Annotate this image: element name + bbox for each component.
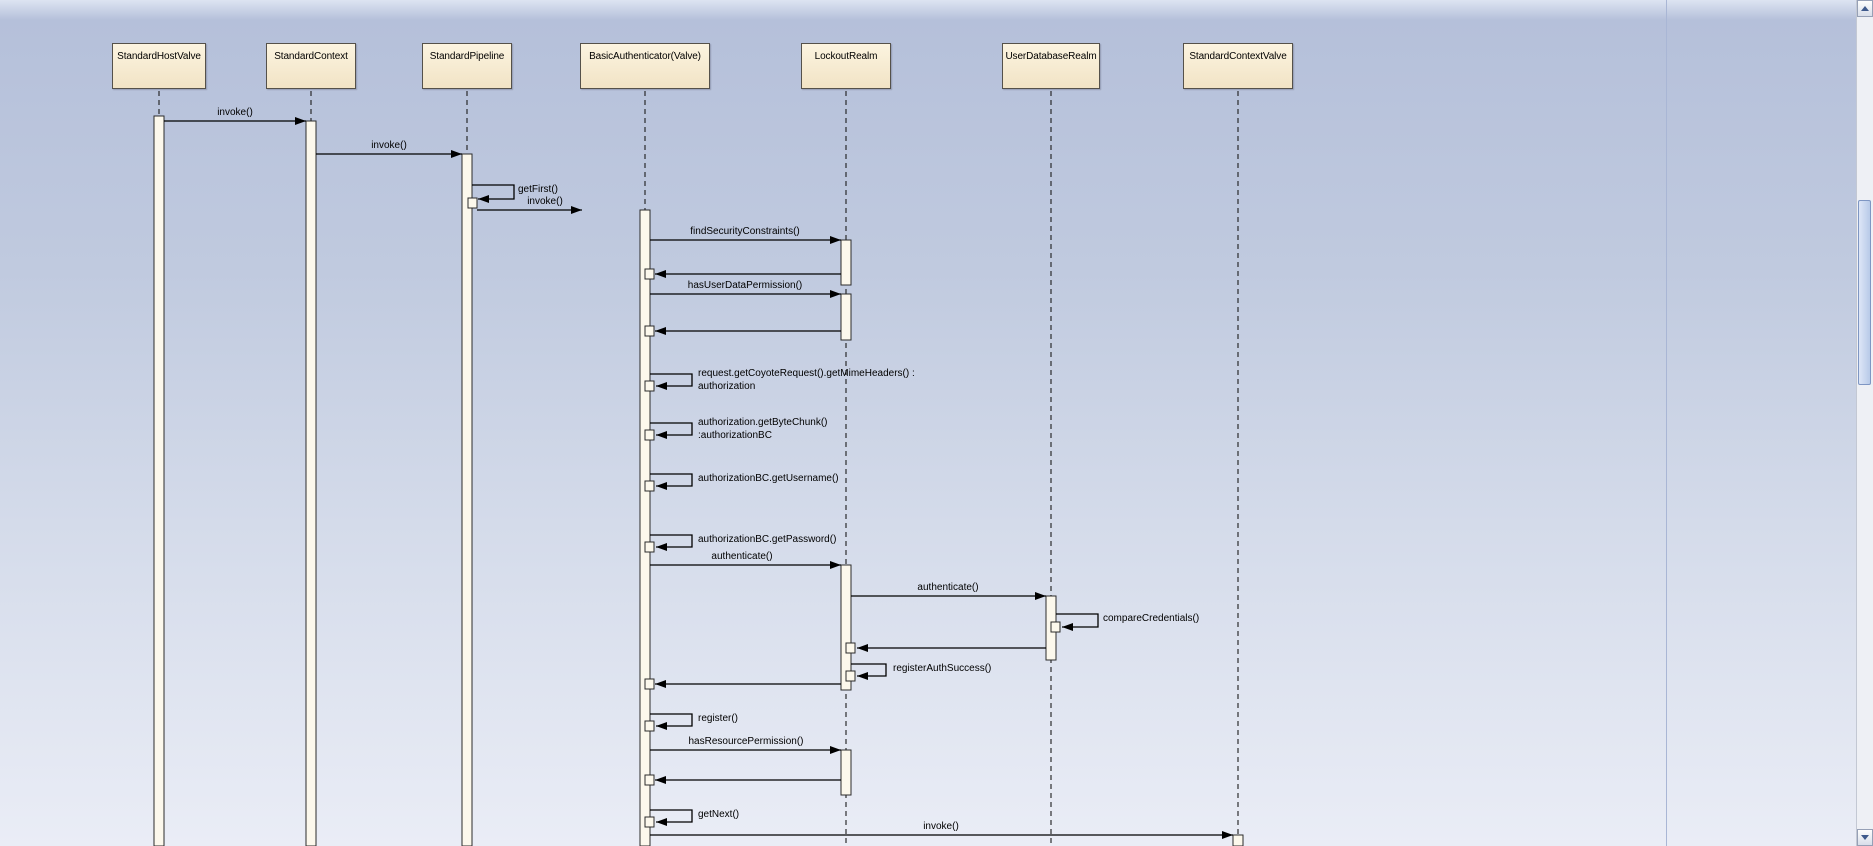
page-boundary-line (1666, 0, 1667, 846)
message-label-getnext: getNext() (698, 809, 740, 820)
message-label-findsecurityconstraints: findSecurityConstraints() (690, 226, 800, 237)
nested-activation-marker (467, 197, 478, 209)
participant-label: StandardHostValve (117, 51, 201, 62)
activation-lockoutrealm-findsecurityconstraints[interactable] (840, 239, 852, 286)
nested-activation-marker (1050, 621, 1061, 633)
participant-box-standardcontext[interactable]: StandardContext (266, 43, 356, 89)
message-arrow-getpassword[interactable] (650, 534, 693, 551)
participant-label: UserDatabaseRealm (1005, 51, 1097, 62)
nested-activation-marker (644, 325, 655, 337)
message-arrow-getnext[interactable] (650, 809, 693, 826)
scroll-up-icon (1861, 6, 1869, 11)
message-label-getfirst: getFirst() (518, 184, 558, 195)
message-arrow-comparecredentials[interactable] (1056, 613, 1099, 631)
message-arrow-getbytechunk[interactable] (650, 422, 693, 439)
message-label-invoke-2: invoke() (371, 140, 407, 151)
nested-activation-marker (644, 380, 655, 392)
nested-activation-marker (644, 480, 655, 492)
message-label-getmimeheaders-line2: authorization (698, 381, 756, 392)
message-arrow-getusername[interactable] (650, 473, 693, 490)
message-label-invoke-3: invoke() (527, 196, 563, 207)
participant-box-lockoutrealm[interactable]: LockoutRealm (801, 43, 891, 89)
message-label-getbytechunk-line2: :authorizationBC (698, 430, 772, 441)
message-arrow-getmimeheaders[interactable] (650, 373, 693, 390)
participant-box-standardpipeline[interactable]: StandardPipeline (422, 43, 512, 89)
nested-activation-marker (845, 642, 856, 654)
message-label-invoke-1: invoke() (217, 107, 253, 118)
participant-label: StandardContext (274, 51, 348, 62)
nested-activation-marker (845, 670, 856, 682)
message-label-authenticate-2: authenticate() (917, 582, 979, 593)
message-label-comparecredentials: compareCredentials() (1103, 613, 1200, 624)
scrollbar-thumb[interactable] (1858, 200, 1871, 385)
nested-activation-marker (644, 816, 655, 828)
activation-lockoutrealm-hasuserdatapermission[interactable] (840, 293, 852, 341)
message-label-getmimeheaders-line1: request.getCoyoteRequest().getMimeHeader… (698, 368, 915, 379)
message-label-invoke-4: invoke() (923, 821, 959, 832)
message-arrow-getfirst[interactable] (472, 184, 515, 203)
nested-activation-marker (644, 268, 655, 280)
activation-lockoutrealm-authenticate[interactable] (840, 564, 852, 691)
message-label-hasuserdatapermission: hasUserDataPermission() (687, 280, 803, 291)
message-label-getbytechunk-line1: authorization.getByteChunk() (698, 417, 828, 428)
message-label-registerauthsuccess: registerAuthSuccess() (893, 663, 992, 674)
message-label-hasresourcepermission: hasResourcePermission() (688, 736, 804, 747)
nested-activation-marker (644, 541, 655, 553)
activation-lockoutrealm-hasresourcepermission[interactable] (840, 749, 852, 796)
activation-standardcontext[interactable] (305, 120, 317, 846)
participant-label: BasicAuthenticator(Valve) (589, 51, 701, 62)
message-arrow-registerauthsuccess[interactable] (851, 663, 887, 680)
scroll-down-icon (1861, 835, 1869, 840)
message-label-getusername: authorizationBC.getUsername() (698, 473, 839, 484)
nested-activation-marker (644, 720, 655, 732)
message-arrow-register[interactable] (650, 713, 693, 730)
message-label-register: register() (698, 713, 739, 724)
activation-basicauthenticator[interactable] (639, 209, 651, 846)
message-label-authenticate-1: authenticate() (711, 551, 773, 562)
nested-activation-marker (644, 678, 655, 690)
participant-label: StandardPipeline (429, 51, 505, 62)
participant-label: StandardContextValve (1189, 51, 1287, 62)
activation-standardhostvalve[interactable] (153, 115, 165, 846)
activation-standardcontextvalve-invoke[interactable] (1232, 834, 1244, 846)
message-label-getpassword: authorizationBC.getPassword() (698, 534, 837, 545)
participant-box-standardcontextvalve[interactable]: StandardContextValve (1183, 43, 1293, 89)
scrollbar-up-button[interactable] (1857, 0, 1873, 17)
participant-box-basicauthenticator[interactable]: BasicAuthenticator(Valve) (580, 43, 710, 89)
scrollbar-down-button[interactable] (1857, 829, 1873, 846)
vertical-scrollbar[interactable] (1856, 0, 1873, 846)
nested-activation-marker (644, 774, 655, 786)
nested-activation-marker (644, 429, 655, 441)
participant-box-userdatabaserealm[interactable]: UserDatabaseRealm (1002, 43, 1100, 89)
participant-box-standardhostvalve[interactable]: StandardHostValve (112, 43, 206, 89)
participant-label: LockoutRealm (814, 51, 878, 62)
activation-standardpipeline[interactable] (461, 153, 473, 846)
